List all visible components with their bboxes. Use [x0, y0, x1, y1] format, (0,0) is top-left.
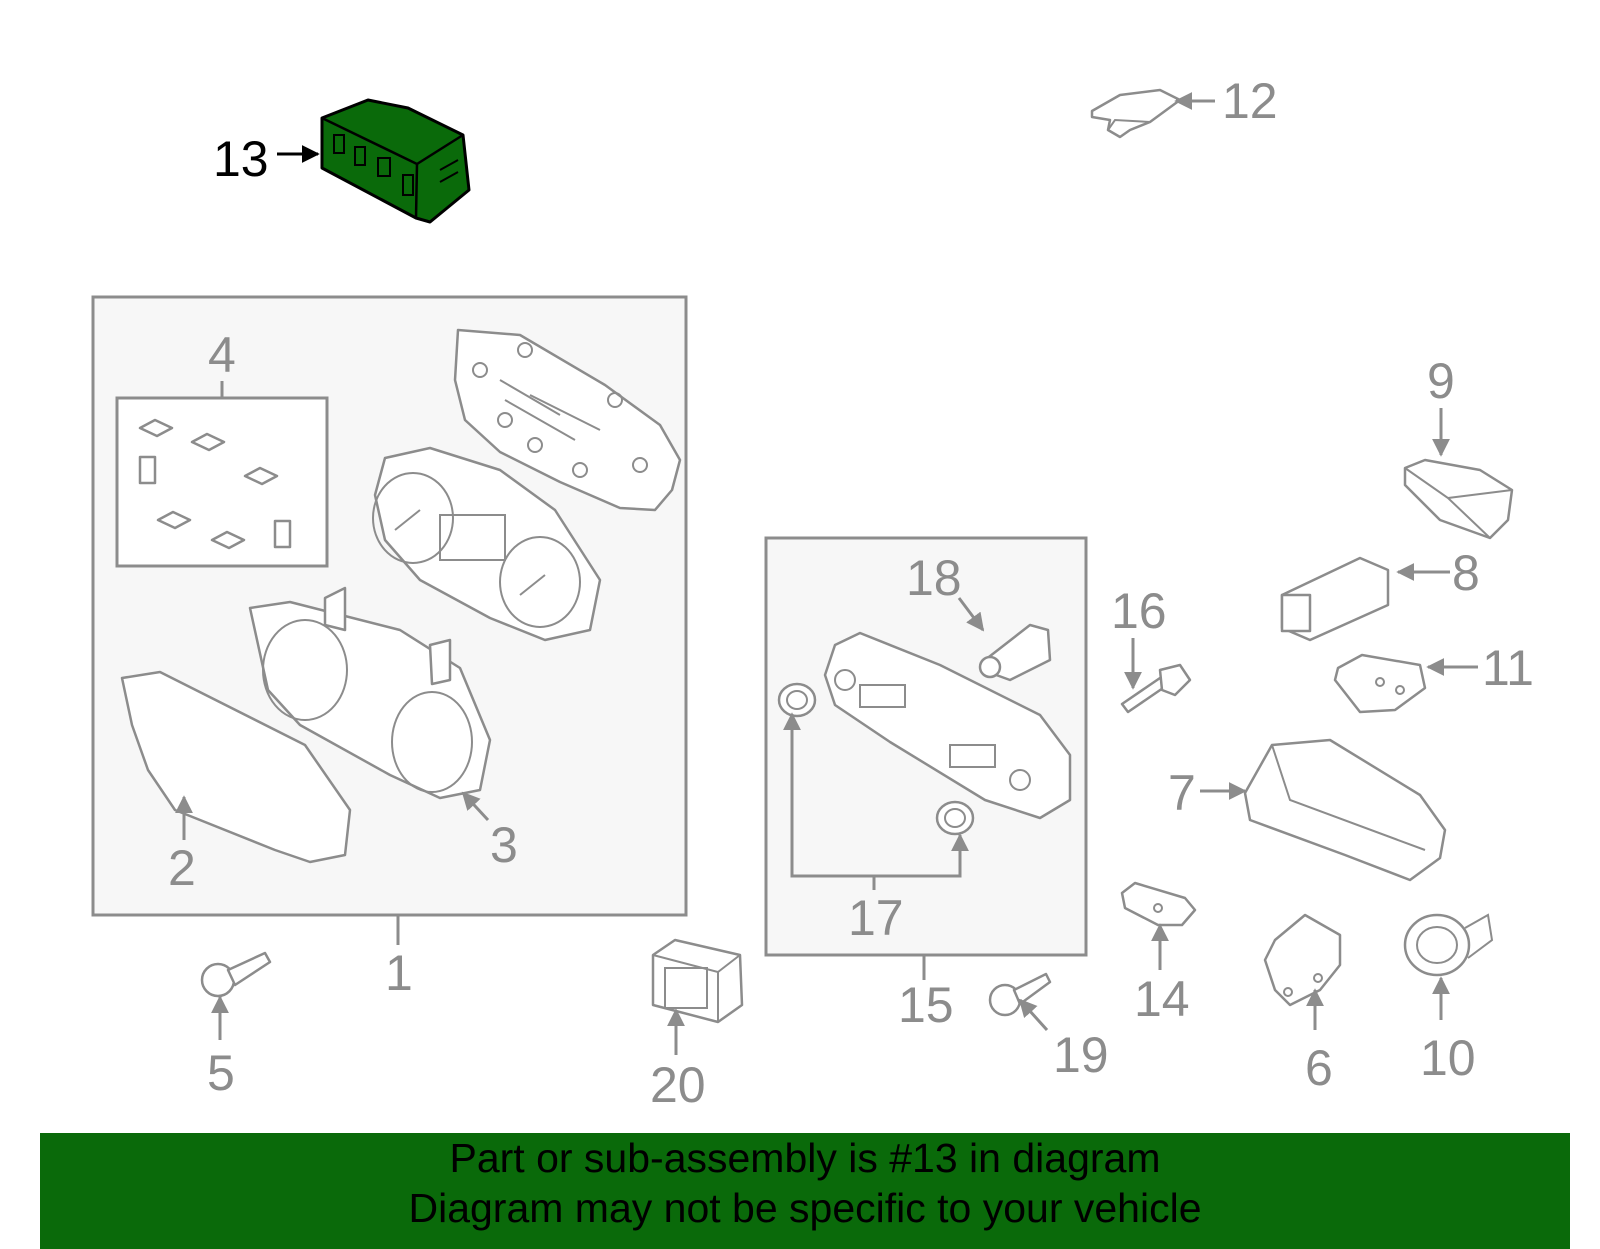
callout-7: 7 — [1168, 765, 1196, 821]
callout-17: 17 — [848, 890, 904, 946]
part-12-bracket — [1090, 88, 1182, 139]
callout-14: 14 — [1134, 971, 1190, 1027]
part-18-sensor — [978, 623, 1052, 682]
callout-11: 11 — [1482, 640, 1534, 696]
banner-line-2: Diagram may not be specific to your vehi… — [408, 1185, 1202, 1231]
callout-16: 16 — [1111, 583, 1167, 639]
callout-19: 19 — [1053, 1027, 1109, 1083]
callout-6: 6 — [1305, 1040, 1333, 1096]
callout-13: 13 — [213, 131, 269, 187]
part-14-clip — [1120, 881, 1197, 927]
banner-line-1: Part or sub-assembly is #13 in diagram — [449, 1135, 1161, 1181]
part-13-switch-assembly[interactable] — [320, 98, 471, 224]
callout-10: 10 — [1420, 1030, 1476, 1086]
part-19-screw — [988, 972, 1052, 1017]
callout-4: 4 — [208, 327, 236, 383]
callout-1: 1 — [385, 945, 413, 1001]
part-9-switch — [1403, 458, 1514, 540]
callout-9: 9 — [1427, 353, 1455, 409]
callout-3: 3 — [490, 817, 518, 873]
part-15-climate-panel — [823, 631, 1072, 820]
callout-18: 18 — [906, 550, 962, 606]
callout-2: 2 — [168, 840, 196, 896]
callout-20: 20 — [650, 1057, 706, 1113]
part-7-module — [1243, 738, 1447, 882]
part-11-bracket — [1333, 653, 1427, 714]
callout-5: 5 — [207, 1045, 235, 1101]
part-16-bolt — [1120, 663, 1192, 714]
part-3-bezel — [248, 586, 492, 800]
part-20-module — [651, 938, 744, 1024]
part-2-lens — [120, 670, 352, 864]
part-8-switch — [1280, 556, 1390, 642]
callout-8: 8 — [1452, 545, 1480, 601]
part-10-start-button — [1403, 913, 1494, 977]
cluster-gauge-assembly — [372, 446, 602, 642]
callout-12: 12 — [1222, 73, 1278, 129]
part-4-indicator-lenses — [138, 418, 292, 550]
part-5-screw — [200, 951, 272, 998]
callout-15: 15 — [898, 977, 954, 1033]
cluster-rear-housing — [453, 328, 682, 512]
part-6-bracket — [1263, 913, 1342, 1007]
info-banner: Part or sub-assembly is #13 in diagram D… — [40, 1133, 1570, 1249]
